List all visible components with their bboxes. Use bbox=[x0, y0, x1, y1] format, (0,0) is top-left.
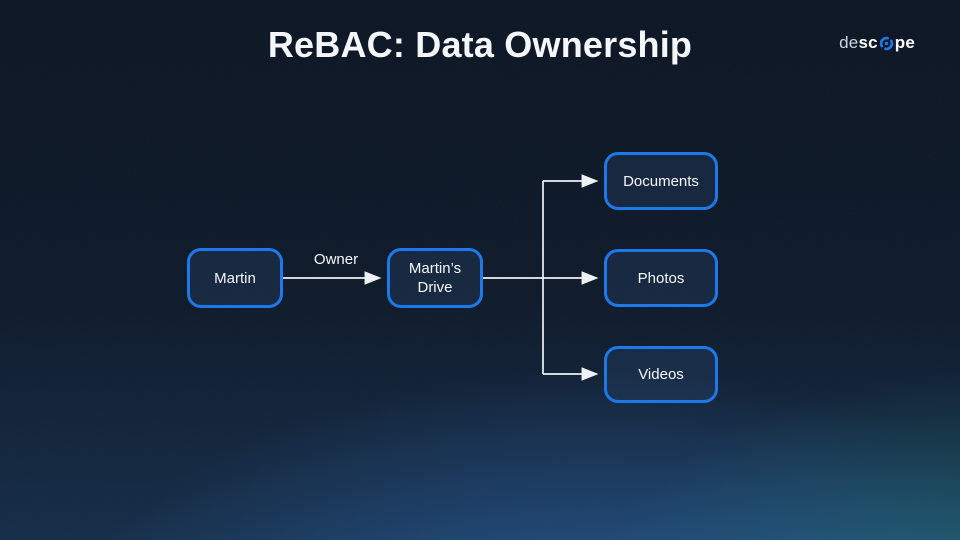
node-martin: Martin bbox=[187, 248, 283, 308]
node-photos: Photos bbox=[604, 249, 718, 307]
logo-text-de: de bbox=[839, 33, 859, 52]
logo-text-pe: pe bbox=[894, 33, 915, 52]
node-documents: Documents bbox=[604, 152, 718, 210]
slide-title: ReBAC: Data Ownership bbox=[267, 24, 693, 65]
node-label: Documents bbox=[623, 172, 699, 190]
logo-text-sc: sc bbox=[858, 33, 878, 52]
descope-o-icon bbox=[879, 36, 893, 50]
node-martins-drive: Martin’s Drive bbox=[387, 248, 483, 308]
node-videos: Videos bbox=[604, 346, 718, 403]
node-label: Martin bbox=[214, 269, 256, 287]
node-label: Photos bbox=[637, 269, 685, 287]
node-label: Videos bbox=[638, 366, 684, 383]
node-label: Martin’s Drive bbox=[408, 260, 462, 296]
edge-label-owner: Owner bbox=[313, 251, 359, 268]
